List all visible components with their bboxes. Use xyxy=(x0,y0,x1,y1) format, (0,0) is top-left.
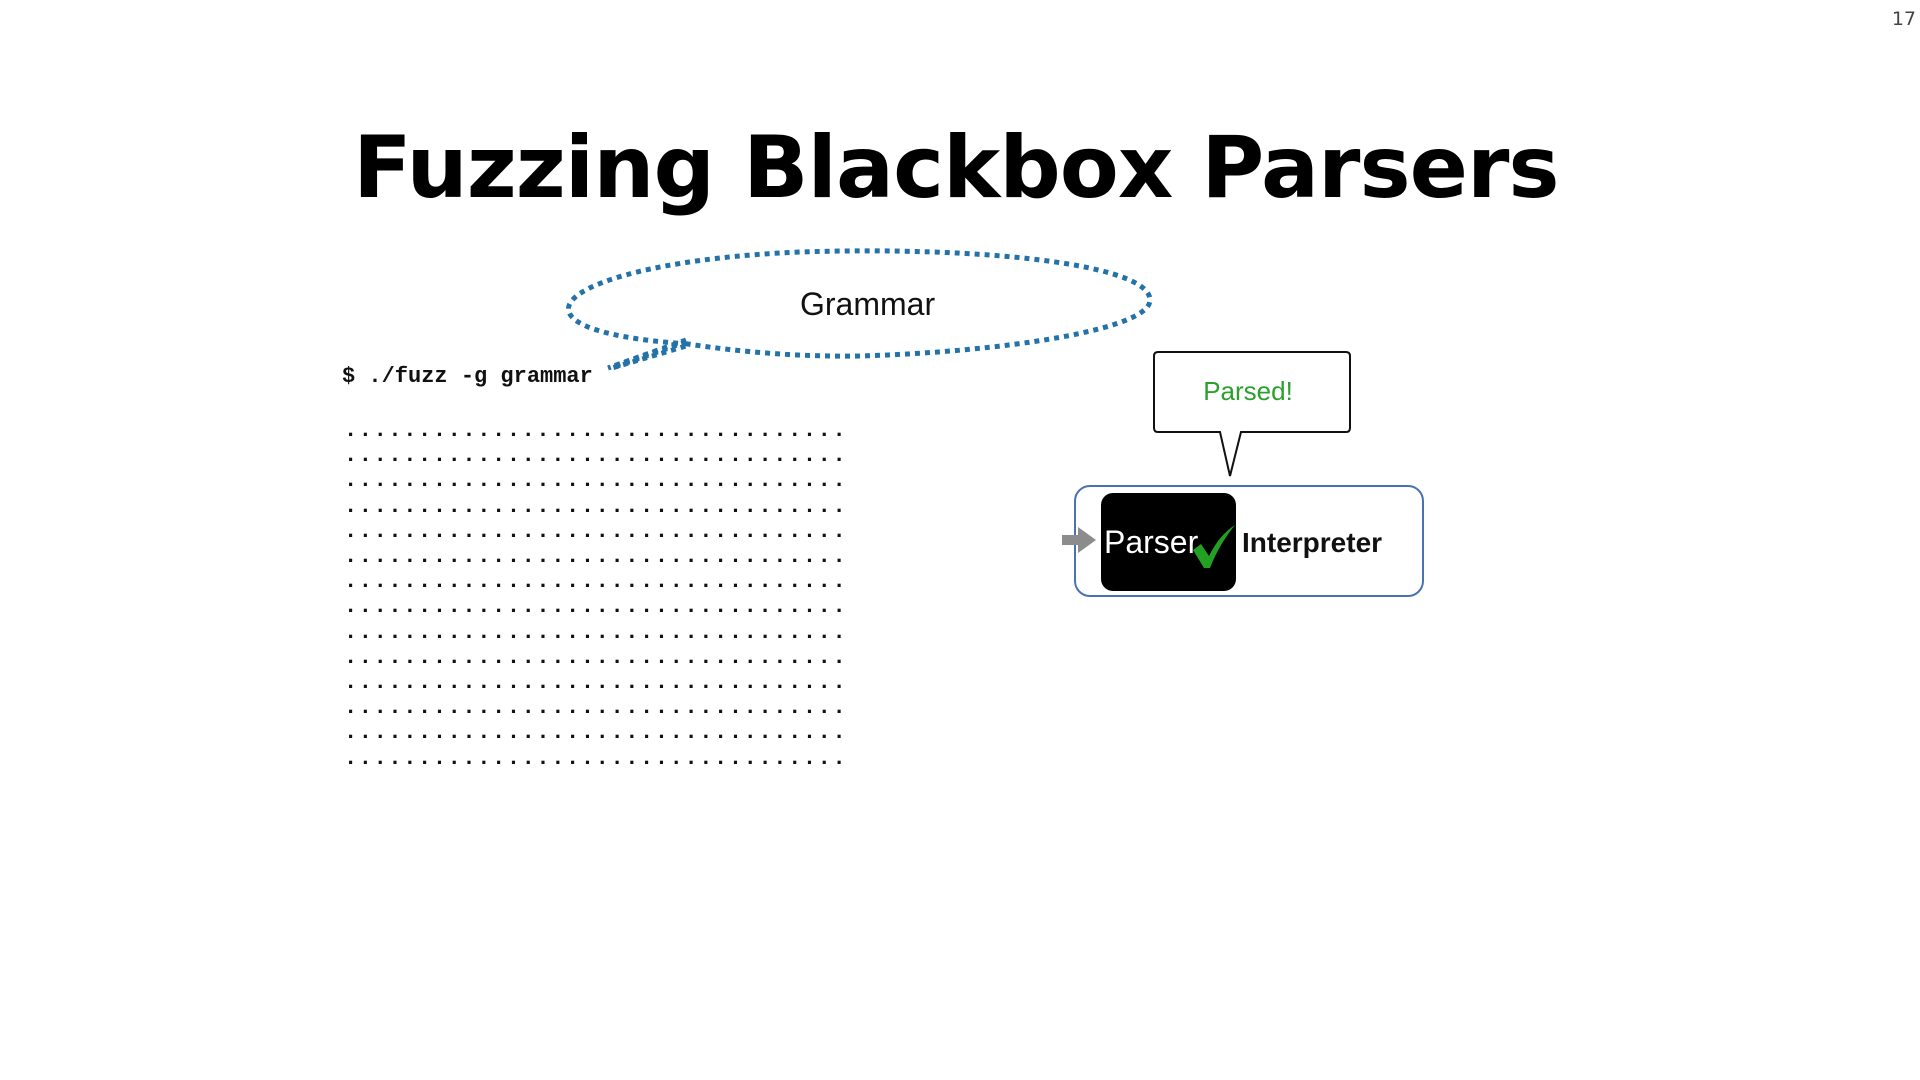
input-arrow-icon xyxy=(1062,527,1096,553)
grammar-bubble-tail xyxy=(611,339,687,371)
slide-title: Fuzzing Blackbox Parsers xyxy=(353,118,1560,218)
fuzz-command: $ ./fuzz -g grammar xyxy=(342,364,593,389)
slide-number: 17 xyxy=(1891,8,1916,30)
interpreter-label: Interpreter xyxy=(1242,527,1383,558)
parsed-callout xyxy=(1153,351,1351,477)
parser-label: Parser xyxy=(1104,524,1199,560)
checkmark-icon xyxy=(1193,525,1235,568)
fuzz-output: .................................. .....… xyxy=(344,418,848,771)
grammar-label: Grammar xyxy=(800,286,936,322)
parsed-label: Parsed! xyxy=(1203,376,1293,406)
parser-box xyxy=(1101,493,1236,591)
